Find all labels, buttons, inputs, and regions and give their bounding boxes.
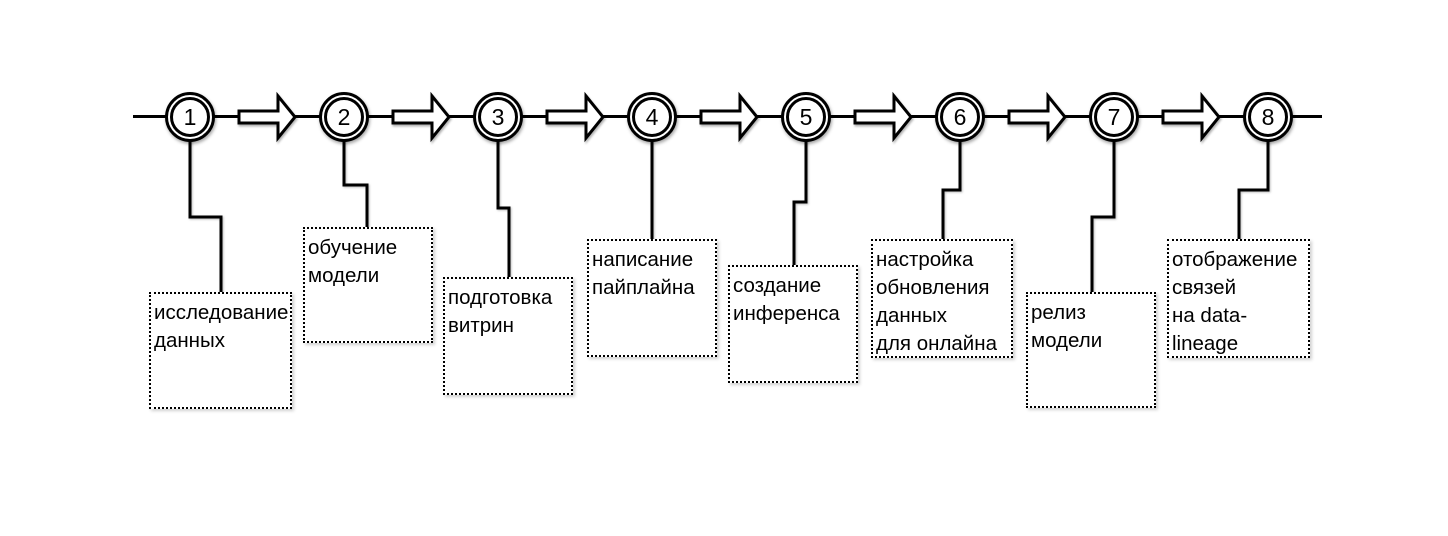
- step-label-text: написание пайплайна: [592, 248, 695, 299]
- step-circle-2: 2: [319, 92, 369, 142]
- step-label-box-2: обучение модели: [303, 227, 433, 343]
- arrow-right-icon: [699, 91, 759, 143]
- step-circle-7: 7: [1089, 92, 1139, 142]
- step-label-box-3: подготовка витрин: [443, 277, 573, 395]
- arrow-right-icon: [1161, 91, 1221, 143]
- step-number: 5: [799, 103, 813, 130]
- step-circle-4: 4: [627, 92, 677, 142]
- step-circle-inner-ring: 8: [1248, 97, 1288, 137]
- step-number: 1: [183, 103, 197, 130]
- step-label-text: создание инференса: [733, 274, 840, 325]
- step-number: 4: [645, 103, 659, 130]
- connector-line-1: [188, 139, 223, 293]
- step-label-box-7: релиз модели: [1026, 292, 1156, 408]
- step-circle-inner-ring: 3: [478, 97, 518, 137]
- arrow-right-icon: [391, 91, 451, 143]
- connector-line-5: [792, 139, 808, 266]
- connector-line-3: [496, 139, 511, 278]
- step-label-box-1: исследование данных: [149, 292, 292, 409]
- step-label-text: исследование данных: [154, 301, 289, 352]
- step-number: 2: [337, 103, 351, 130]
- connector-line-6: [941, 139, 962, 240]
- step-number: 3: [491, 103, 505, 130]
- step-circle-inner-ring: 7: [1094, 97, 1134, 137]
- connector-line-7: [1090, 139, 1116, 293]
- step-number: 7: [1107, 103, 1121, 130]
- step-label-text: подготовка витрин: [448, 286, 553, 337]
- step-label-box-6: настройка обновления данных для онлайна: [871, 239, 1013, 358]
- step-label-box-8: отображение связей на data- lineage: [1167, 239, 1310, 358]
- step-circle-inner-ring: 5: [786, 97, 826, 137]
- arrow-right-icon: [545, 91, 605, 143]
- step-label-box-4: написание пайплайна: [587, 239, 717, 357]
- arrow-right-icon: [853, 91, 913, 143]
- step-label-text: релиз модели: [1031, 301, 1103, 352]
- step-label-box-5: создание инференса: [728, 265, 858, 383]
- step-circle-inner-ring: 1: [170, 97, 210, 137]
- step-circle-1: 1: [165, 92, 215, 142]
- step-label-text: настройка обновления данных для онлайна: [876, 248, 997, 355]
- arrow-right-icon: [237, 91, 297, 143]
- step-circle-8: 8: [1243, 92, 1293, 142]
- step-label-text: обучение модели: [308, 236, 398, 287]
- step-circle-inner-ring: 6: [940, 97, 980, 137]
- step-number: 6: [953, 103, 967, 130]
- arrow-right-icon: [1007, 91, 1067, 143]
- step-label-text: отображение связей на data- lineage: [1172, 248, 1298, 355]
- step-circle-3: 3: [473, 92, 523, 142]
- step-circle-6: 6: [935, 92, 985, 142]
- connector-line-2: [342, 139, 369, 228]
- step-circle-5: 5: [781, 92, 831, 142]
- step-circle-inner-ring: 2: [324, 97, 364, 137]
- connector-line-8: [1237, 139, 1270, 240]
- step-number: 8: [1261, 103, 1275, 130]
- step-circle-inner-ring: 4: [632, 97, 672, 137]
